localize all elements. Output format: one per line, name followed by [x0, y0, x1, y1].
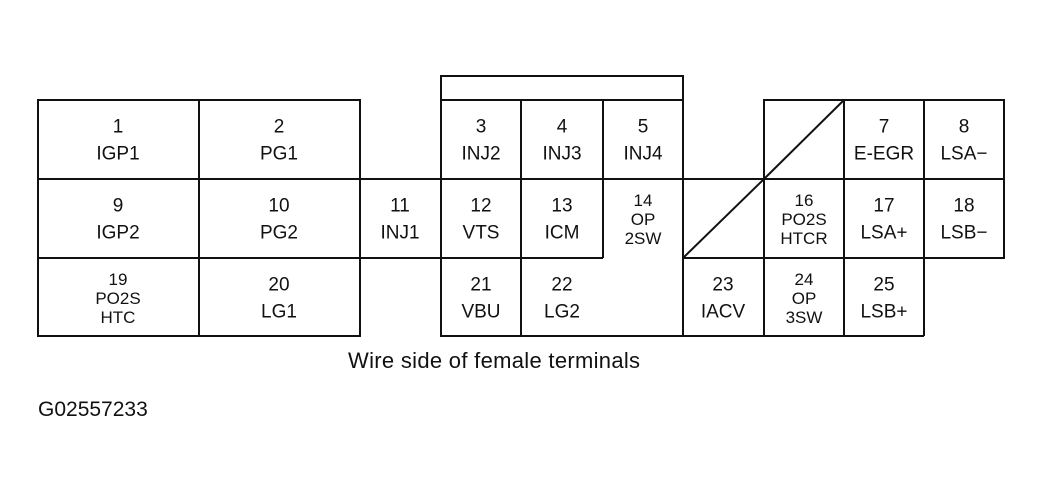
terminal-number: 18: [953, 196, 974, 217]
terminal-signal-label: E-EGR: [854, 144, 914, 165]
terminal-signal-label: PO2S: [95, 289, 140, 308]
figure-id: G02557233: [38, 398, 148, 421]
terminal-number: 24: [795, 270, 814, 289]
terminal-signal-label: LSB+: [860, 302, 907, 323]
terminal-labels: 1IGP12PG13INJ24INJ35INJ47E-EGR8LSA−9IGP2…: [95, 117, 987, 328]
terminal-number: 4: [557, 117, 568, 138]
terminal-number: 19: [109, 270, 128, 289]
terminal-signal-label: LSA−: [940, 144, 987, 165]
terminal-signal-label: IGP1: [96, 144, 139, 165]
diagram-caption: Wire side of female terminals: [348, 348, 641, 373]
terminal-number: 17: [873, 196, 894, 217]
connector-outline: [37, 75, 1005, 337]
terminal-number: 2: [274, 117, 285, 138]
terminal-number: 5: [638, 117, 649, 138]
terminal-signal-label: VTS: [463, 223, 500, 244]
terminal-number: 13: [551, 196, 572, 217]
terminal-signal-label: 3SW: [786, 308, 823, 327]
terminal-signal-label: OP: [792, 289, 817, 308]
terminal-signal-label: 2SW: [625, 229, 662, 248]
terminal-number: 7: [879, 117, 890, 138]
terminal-signal-label: INJ4: [623, 144, 663, 165]
terminal-number: 3: [476, 117, 487, 138]
terminal-number: 14: [634, 191, 653, 210]
terminal-number: 20: [268, 275, 289, 296]
terminal-signal-label: INJ2: [461, 144, 500, 165]
terminal-number: 22: [551, 275, 572, 296]
terminal-signal-label: HTCR: [780, 229, 827, 248]
terminal-signal-label: LG1: [261, 302, 297, 323]
terminal-signal-label: LSA+: [860, 223, 907, 244]
connector-lock-tab: [440, 75, 684, 101]
terminal-signal-label: INJ3: [542, 144, 581, 165]
connector-terminal-diagram: 1IGP12PG13INJ24INJ35INJ47E-EGR8LSA−9IGP2…: [37, 75, 1005, 337]
terminal-signal-label: IACV: [701, 302, 746, 323]
terminal-number: 12: [470, 196, 491, 217]
terminal-signal-label: PO2S: [781, 210, 826, 229]
terminal-number: 23: [712, 275, 733, 296]
terminal-number: 8: [959, 117, 970, 138]
terminal-number: 16: [795, 191, 814, 210]
terminal-number: 1: [113, 117, 124, 138]
terminal-number: 21: [470, 275, 491, 296]
terminal-number: 11: [390, 196, 410, 217]
blank-cavity-15-slash: [682, 178, 765, 259]
terminal-signal-label: LSB−: [940, 223, 987, 244]
terminal-signal-label: PG2: [260, 223, 298, 244]
blank-cavity-6-slash: [763, 99, 845, 180]
terminal-signal-label: LG2: [544, 302, 580, 323]
terminal-number: 9: [113, 196, 124, 217]
terminal-7: 7E-EGR: [854, 117, 914, 165]
terminal-number: 25: [873, 275, 894, 296]
terminal-signal-label: HTC: [101, 308, 136, 327]
terminal-signal-label: OP: [631, 210, 656, 229]
terminal-signal-label: INJ1: [380, 223, 419, 244]
terminal-signal-label: ICM: [545, 223, 580, 244]
terminal-number: 10: [268, 196, 289, 217]
terminal-signal-label: VBU: [461, 302, 500, 323]
terminal-signal-label: PG1: [260, 144, 298, 165]
terminal-signal-label: IGP2: [96, 223, 139, 244]
